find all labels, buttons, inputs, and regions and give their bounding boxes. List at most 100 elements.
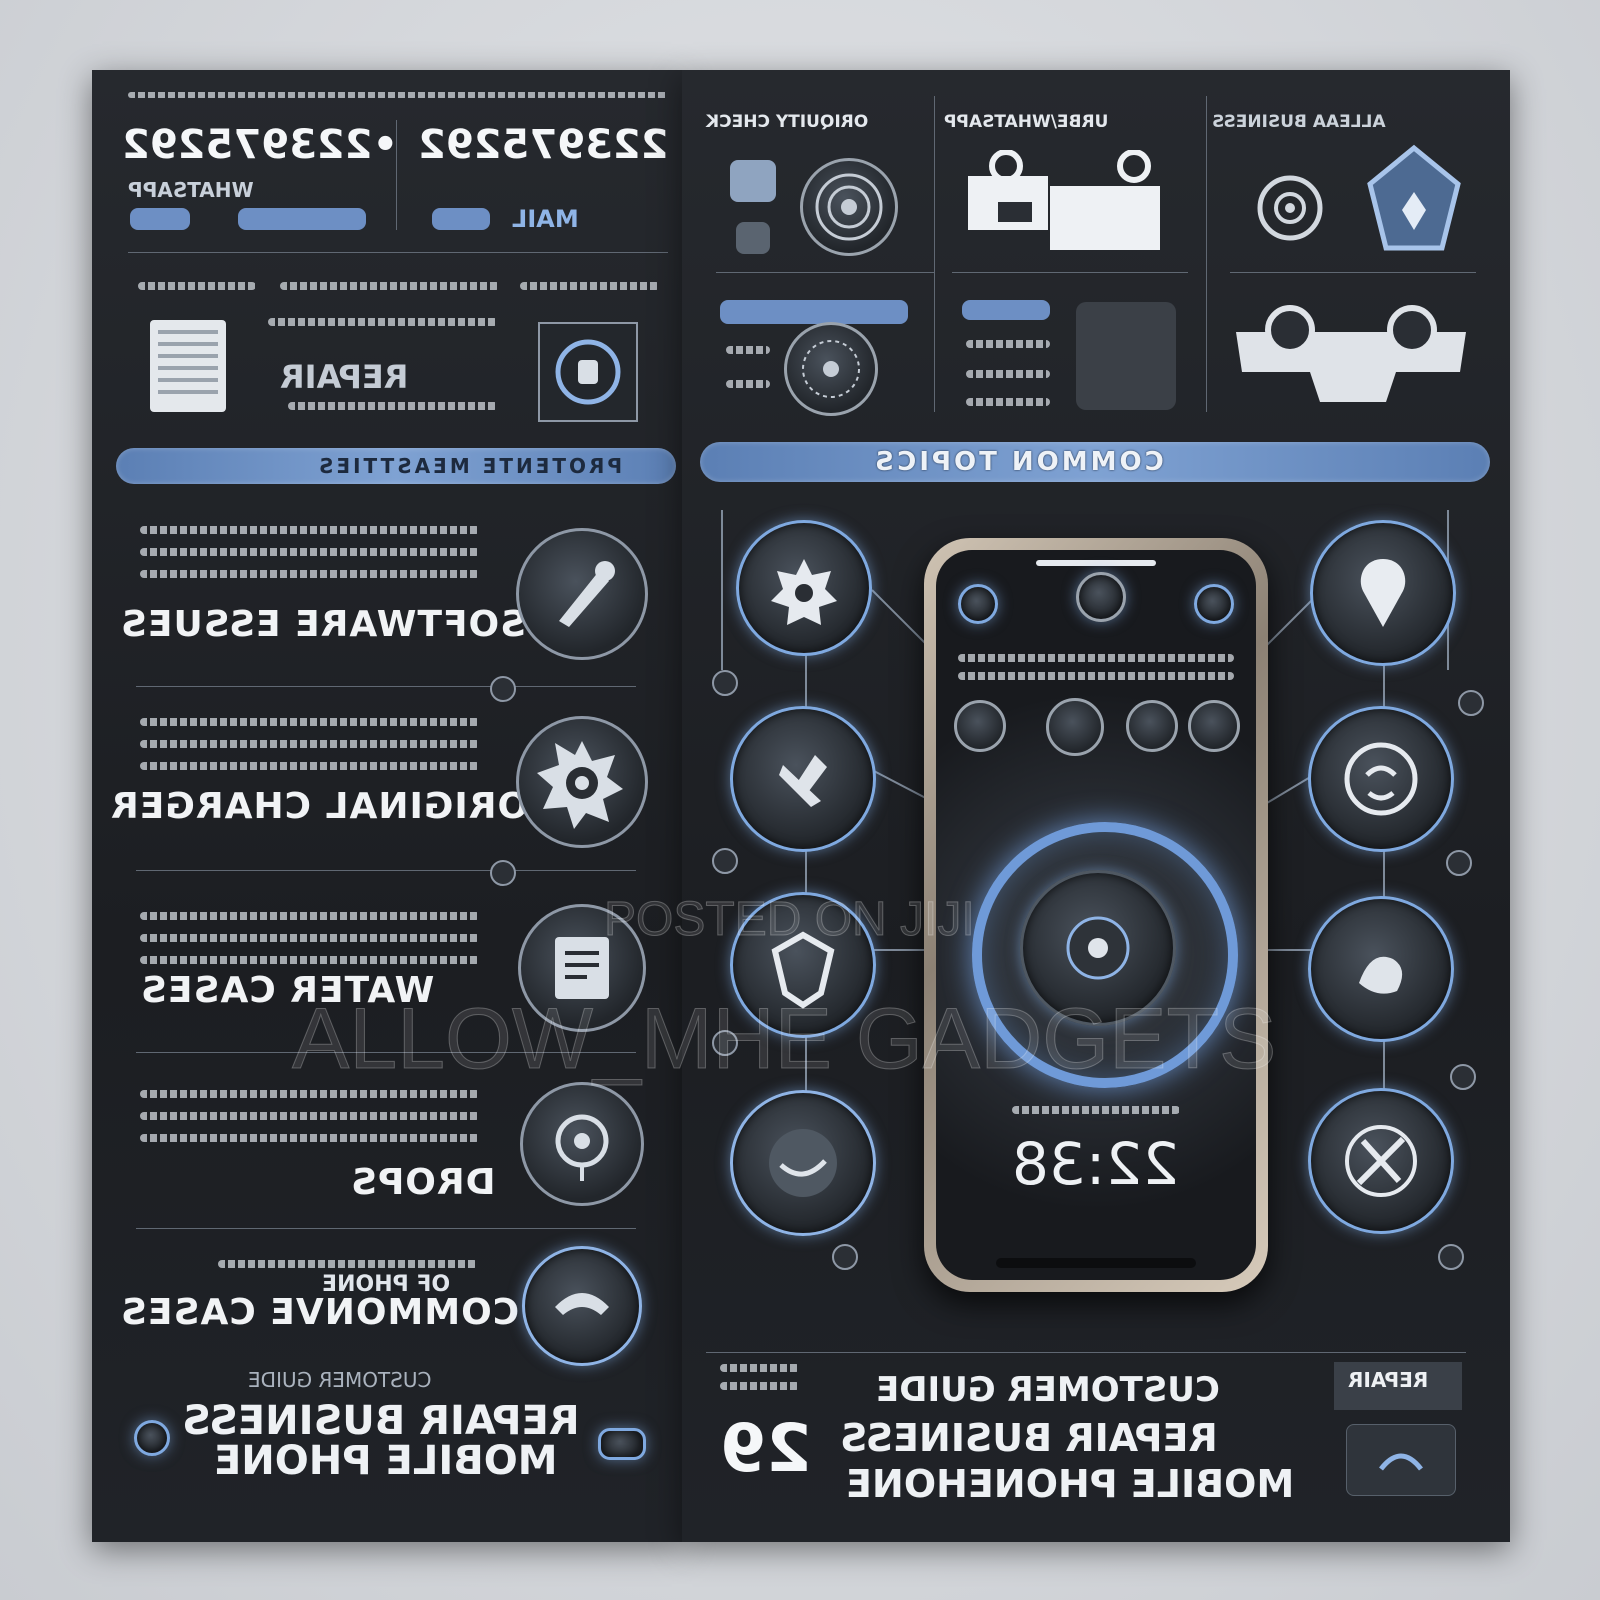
text-line bbox=[966, 340, 1050, 348]
text-line bbox=[140, 1090, 480, 1098]
camera-icon bbox=[958, 584, 998, 624]
camera-icon bbox=[1076, 572, 1126, 622]
text-line bbox=[288, 402, 498, 410]
vehicle-icon bbox=[968, 150, 1160, 250]
divider-dot bbox=[490, 676, 516, 702]
footer-title-line2: MOBILE PHONEHONE bbox=[846, 1462, 1295, 1506]
topic-title: DROPS bbox=[350, 1162, 496, 1203]
divider bbox=[934, 96, 935, 412]
badge bbox=[238, 208, 366, 230]
divider-dot bbox=[490, 860, 516, 886]
header-text-line bbox=[128, 92, 668, 98]
divider bbox=[136, 686, 636, 687]
header-whatsapp: URBE/WHATSAPP bbox=[944, 112, 1109, 132]
gear-icon bbox=[516, 716, 648, 848]
text-line bbox=[140, 570, 480, 578]
speaker-grille bbox=[1036, 560, 1156, 566]
page-number: 29 bbox=[720, 1410, 812, 1487]
text-line bbox=[268, 318, 498, 326]
footer-subtitle: CUSTOMER GUIDE bbox=[876, 1370, 1220, 1410]
logo-icon bbox=[598, 1428, 646, 1460]
watermark-posted-on-jiji: POSTED ON JIJI bbox=[604, 893, 976, 947]
text-line bbox=[138, 282, 256, 290]
gear-icon bbox=[736, 520, 872, 656]
clipboard-icon bbox=[518, 904, 646, 1032]
text-line bbox=[966, 370, 1050, 378]
text-line bbox=[726, 346, 770, 354]
badge bbox=[962, 300, 1050, 320]
app-icon bbox=[1126, 700, 1178, 752]
section-pill: COMMON TOPICS bbox=[700, 442, 1490, 482]
shield-icon bbox=[1367, 144, 1461, 251]
divider bbox=[952, 272, 1188, 273]
node-dot bbox=[1438, 1244, 1464, 1270]
node-dot bbox=[712, 1030, 738, 1056]
wrench-icon bbox=[730, 706, 876, 852]
text-line bbox=[1012, 1106, 1180, 1114]
app-icon bbox=[1188, 700, 1240, 752]
text-line bbox=[958, 654, 1234, 662]
badge bbox=[720, 300, 908, 324]
text-line bbox=[520, 282, 660, 290]
globe-icon bbox=[730, 1090, 876, 1236]
tool-icon bbox=[516, 528, 648, 660]
watermark-seller-name: ALLOW_MHE GADGETS bbox=[291, 991, 1277, 1088]
phone-number-whatsapp: •2239752​92 bbox=[122, 122, 399, 168]
phone-icon bbox=[1076, 302, 1176, 410]
text-line bbox=[726, 380, 770, 388]
lock-icon bbox=[555, 339, 621, 405]
topic-title: SOFTWARE ESSUES bbox=[120, 604, 527, 645]
app-icon bbox=[954, 700, 1006, 752]
location-pin-icon bbox=[1310, 520, 1456, 666]
settings-tile bbox=[538, 322, 638, 422]
topic-title: COMMONVE CASES bbox=[120, 1292, 520, 1333]
divider bbox=[706, 1352, 1466, 1353]
text-line bbox=[720, 1364, 800, 1372]
lock-screen-clock: 22:38 bbox=[1012, 1130, 1180, 1198]
divider bbox=[136, 1228, 636, 1229]
drop-target-icon bbox=[520, 1082, 644, 1206]
phone-number-mail: 2239752​92 bbox=[418, 122, 669, 168]
car-icon bbox=[1236, 305, 1466, 402]
scanner-core bbox=[1020, 870, 1176, 1026]
divider bbox=[1206, 96, 1207, 412]
logo-badge bbox=[1346, 1424, 1456, 1496]
text-line bbox=[140, 1112, 480, 1120]
divider bbox=[1230, 272, 1476, 273]
text-line bbox=[966, 398, 1050, 406]
node-dot bbox=[712, 848, 738, 874]
scanner-ring bbox=[972, 822, 1238, 1088]
text-line bbox=[958, 672, 1234, 680]
text-line bbox=[280, 282, 500, 290]
footer-title-line1: REPAIR BUSINESS bbox=[840, 1416, 1218, 1460]
camera-icon bbox=[1194, 584, 1234, 624]
mail-label: MAIL bbox=[512, 205, 579, 233]
text-line bbox=[140, 956, 480, 964]
badge bbox=[130, 208, 190, 230]
node-dot bbox=[1450, 1064, 1476, 1090]
divider bbox=[128, 252, 668, 253]
topic-title: ORIGINAL CHARGER bbox=[110, 786, 529, 827]
smartphone-illustration: 22:38 bbox=[924, 538, 1268, 1292]
text-line bbox=[140, 740, 480, 748]
hand-icon bbox=[1308, 896, 1454, 1042]
logo-icon bbox=[134, 1420, 170, 1456]
text-line bbox=[140, 934, 480, 942]
section-pill: PROTENTE MEASTTIES bbox=[116, 448, 676, 484]
repair-badge: REPAIR bbox=[1334, 1362, 1462, 1410]
footer-subtitle: CUSTOMER GUIDE bbox=[248, 1368, 432, 1392]
divider bbox=[396, 120, 397, 230]
device-icon bbox=[730, 160, 776, 202]
shield-icon bbox=[730, 892, 876, 1038]
app-icon bbox=[1046, 698, 1104, 756]
node-dot bbox=[1446, 850, 1472, 876]
tools-icon bbox=[1308, 1088, 1454, 1234]
text-line bbox=[140, 718, 480, 726]
text-line bbox=[218, 1260, 478, 1268]
repair-heading: REPAIR bbox=[280, 358, 409, 396]
device-icon bbox=[736, 222, 770, 254]
divider bbox=[136, 870, 636, 871]
node-dot bbox=[712, 670, 738, 696]
header-quality-check: ORIQUITY CHECK bbox=[706, 112, 869, 132]
phone-screen: 22:38 bbox=[936, 550, 1256, 1280]
